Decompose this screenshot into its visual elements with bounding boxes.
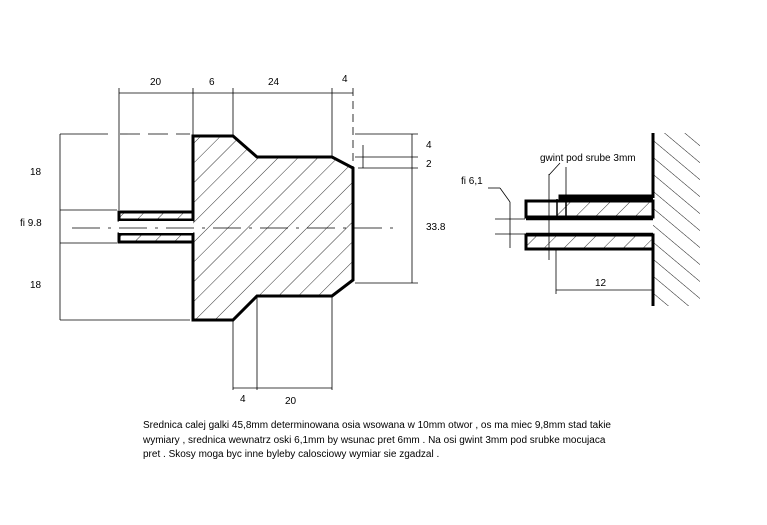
dim-left-18-top: 18 — [30, 167, 42, 178]
description-line-2: wymiary , srednica wewnatrz oski 6,1mm b… — [143, 434, 606, 446]
dim-bottom-4: 4 — [240, 394, 246, 405]
dim-right-2: 2 — [426, 159, 432, 170]
length-label: 12 — [595, 278, 607, 289]
description-line-1: Srednica calej galki 45,8mm determinowan… — [143, 420, 611, 431]
wall-hatch — [653, 133, 700, 306]
dim-top-20: 20 — [150, 77, 162, 88]
stem-upper-wall — [117, 210, 195, 222]
dim-right-33-8: 33.8 — [426, 222, 446, 233]
dim-top-6: 6 — [209, 77, 215, 88]
hole-diameter-label: fi 6,1 — [461, 176, 483, 187]
right-view-mount-section: gwint pod srube 3mm fi 6,1 12 — [461, 133, 700, 306]
knob-outline — [191, 134, 355, 322]
dim-top-4: 4 — [342, 74, 348, 85]
dim-left-fi-9-8: fi 9.8 — [20, 218, 42, 229]
stem-lower-wall — [117, 232, 195, 244]
dim-bottom-20: 20 — [285, 396, 297, 407]
thread-label: gwint pod srube 3mm — [540, 153, 636, 164]
dim-top-24: 24 — [268, 77, 280, 88]
description-text: Srednica calej galki 45,8mm determinowan… — [143, 419, 663, 463]
dim-right-4: 4 — [426, 140, 432, 151]
dim-left-18-bottom: 18 — [30, 280, 42, 291]
shaft-lower-wall — [524, 233, 655, 251]
left-view-knob-section: 20 6 24 4 4 2 33.8 18 fi 9.8 18 4 20 — [20, 74, 446, 407]
wall-outline — [558, 133, 655, 200]
description-line-3: pret . Skosy moga byc inne byleby calosc… — [143, 449, 440, 460]
